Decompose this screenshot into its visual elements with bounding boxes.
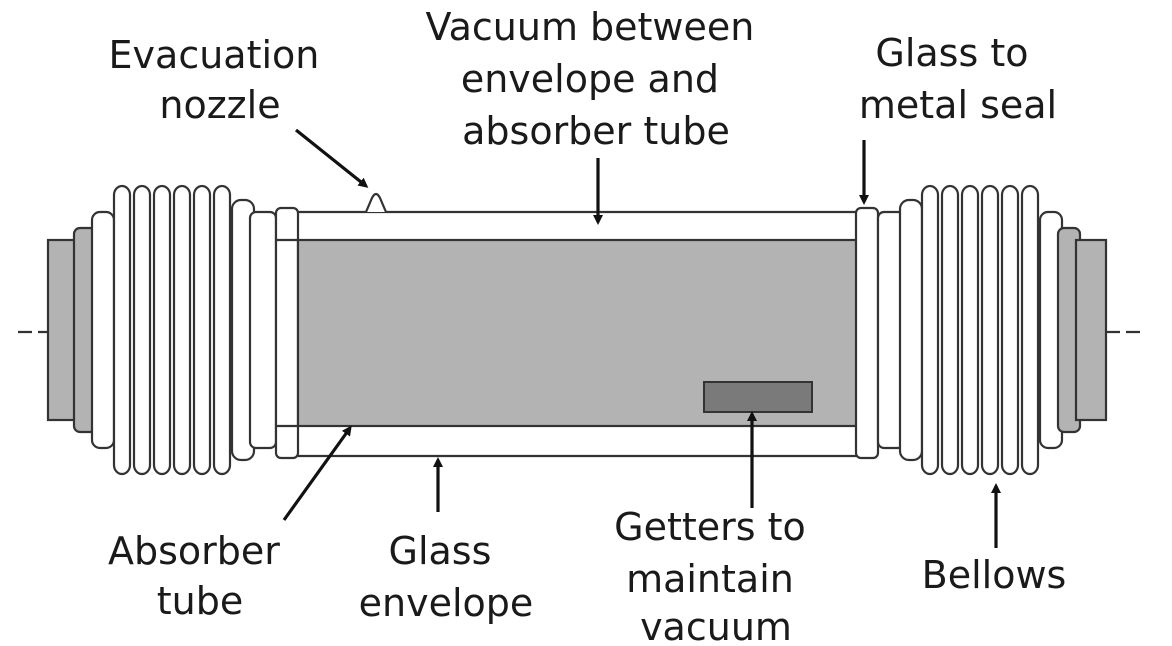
label-getters: Getters to maintain vacuum [614,505,818,646]
arrow-evacuation-nozzle [295,128,369,188]
label-glass-to-metal-seal: Glass to metal seal [859,31,1057,127]
evacuation-nozzle-shape [364,192,388,213]
left-seal-ring [274,206,300,460]
bellows-fin [1020,184,1040,476]
left-bellows [46,184,278,476]
right-seal-ring [854,206,880,460]
bellows-fin [172,184,192,476]
label-bellows: Bellows [922,553,1067,597]
label-vacuum: Vacuum between envelope and absorber tub… [426,5,767,153]
bellows-fin [1000,184,1020,476]
getters-block [703,381,813,413]
bellows-fin [112,184,132,476]
label-evacuation-nozzle: Evacuation nozzle [109,33,332,127]
bellows-fin [152,184,172,476]
right-bellows [876,184,1108,476]
bellows-fin [940,184,960,476]
bellows-fin [192,184,212,476]
arrow-absorber-tube [282,425,352,521]
bellows-fin [920,184,940,476]
bellows-fin [960,184,980,476]
bellows-fin [212,184,232,476]
label-glass-envelope: Glass envelope [359,529,534,625]
bellows-fin [132,184,152,476]
glass-envelope [298,210,858,458]
bellows-fin [980,184,1000,476]
label-absorber-tube: Absorber tube [108,529,292,623]
